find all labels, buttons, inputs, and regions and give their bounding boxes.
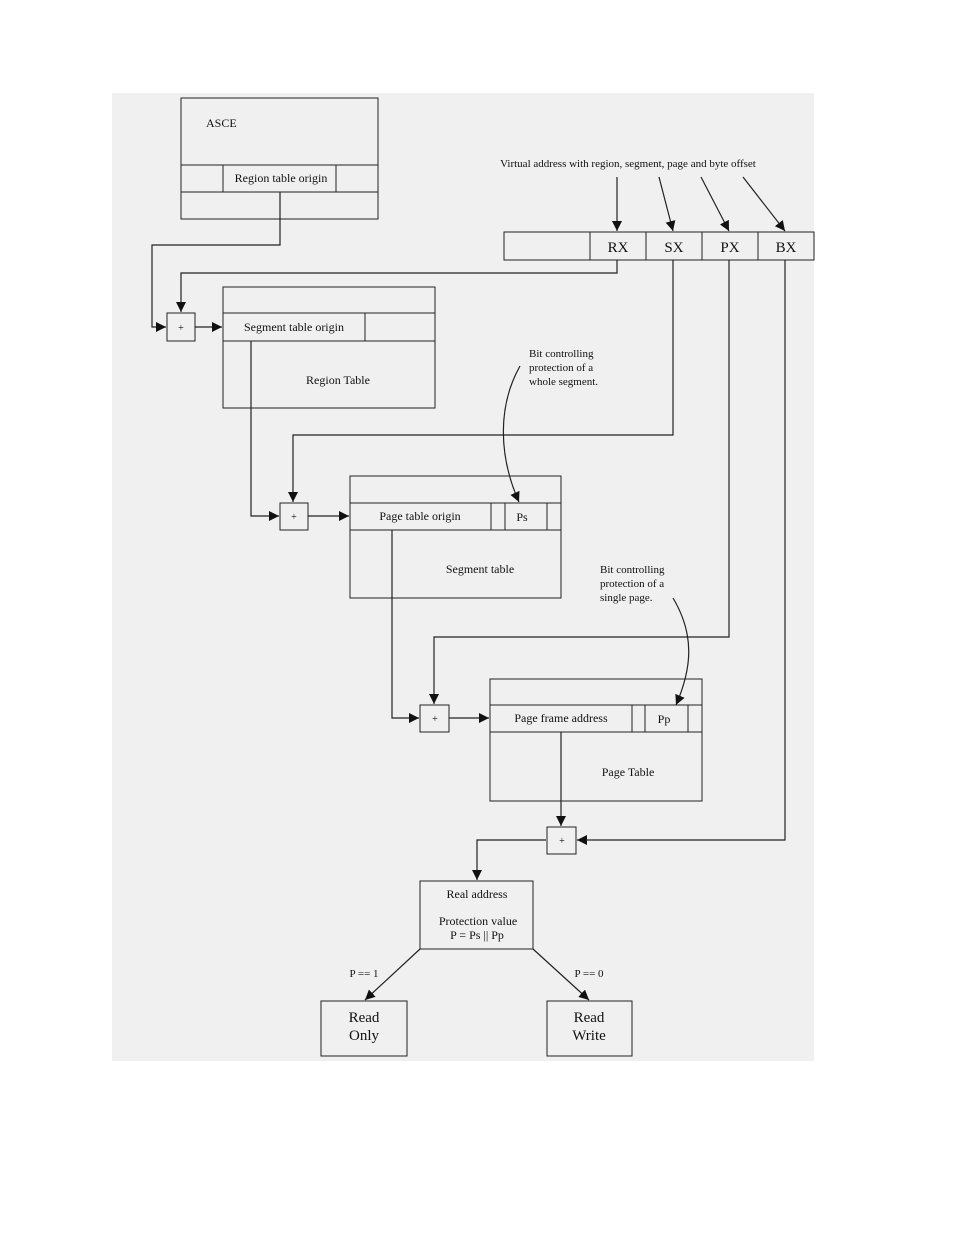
wire-adder-4-to-result xyxy=(472,839,546,880)
page-note-line-3: single page. xyxy=(600,592,653,604)
adder-3-label: + xyxy=(432,714,438,725)
caption-arrow-bx xyxy=(742,176,786,232)
page-table: Page frame address Pp Page Table xyxy=(489,678,703,802)
region-table-title: Region Table xyxy=(306,373,370,387)
caption-arrow-sx xyxy=(658,176,676,232)
segment-note-line-3: whole segment. xyxy=(529,376,598,388)
read-write-line-2: Write xyxy=(572,1028,606,1044)
branch-arrow-read-write xyxy=(532,948,590,1001)
virtual-address-caption: Virtual address with region, segment, pa… xyxy=(500,158,756,170)
segment-protection-note: Bit controlling protection of a whole se… xyxy=(529,348,598,388)
wire-region-table-to-adder-2 xyxy=(250,341,279,521)
diagram-background xyxy=(112,93,814,1061)
region-table-origin-label: Region table origin xyxy=(235,171,328,185)
wire-sx-to-adder-2 xyxy=(288,260,674,502)
segment-table-origin-label: Segment table origin xyxy=(244,320,344,334)
field-bx: BX xyxy=(776,240,797,256)
page-note-line-2: protection of a xyxy=(600,578,664,590)
adder-1-label: + xyxy=(178,323,184,334)
page-protection-bit-pp: Pp xyxy=(658,712,671,726)
field-px: PX xyxy=(720,240,739,256)
wire-asce-to-adder-1 xyxy=(151,192,281,332)
wire-segment-table-to-adder-3 xyxy=(391,530,419,723)
branch-condition-p1: P == 1 xyxy=(349,968,378,980)
caption-arrow-px xyxy=(700,176,730,232)
read-write-box: Read Write xyxy=(546,1000,633,1057)
field-sx: SX xyxy=(664,240,683,256)
branch-condition-p0: P == 0 xyxy=(574,968,604,980)
adder-4-label: + xyxy=(559,836,565,847)
page-note-pointer xyxy=(672,597,690,706)
field-rx: RX xyxy=(608,240,629,256)
adder-2-label: + xyxy=(291,512,297,523)
segment-protection-bit-ps: Ps xyxy=(516,510,528,524)
wire-rx-to-adder-1 xyxy=(176,260,618,312)
page-protection-note: Bit controlling protection of a single p… xyxy=(600,564,665,604)
read-only-line-2: Only xyxy=(349,1028,380,1044)
read-only-line-1: Read xyxy=(349,1010,380,1026)
page-table-title: Page Table xyxy=(602,765,655,779)
asce-title: ASCE xyxy=(206,116,237,130)
read-write-line-1: Read xyxy=(574,1010,605,1026)
segment-note-line-1: Bit controlling xyxy=(529,348,594,360)
real-address-box: Real address Protection value P = Ps || … xyxy=(419,880,534,950)
wire-px-to-adder-3 xyxy=(429,260,730,704)
segment-table-title: Segment table xyxy=(446,562,514,576)
segment-table: Page table origin Ps Segment table xyxy=(349,475,562,599)
real-address-label: Real address xyxy=(447,887,508,901)
asce-block: ASCE Region table origin xyxy=(180,97,379,220)
region-table: Segment table origin Region Table xyxy=(222,286,436,409)
segment-note-line-2: protection of a xyxy=(529,362,593,374)
wire-bx-to-adder-4 xyxy=(577,260,786,845)
segment-note-pointer xyxy=(502,365,521,503)
adder-4: + xyxy=(546,826,577,855)
page-frame-address-label: Page frame address xyxy=(514,711,608,725)
page-table-origin-label: Page table origin xyxy=(379,509,460,523)
virtual-address-register: RX SX PX BX xyxy=(503,231,815,261)
protection-formula: P = Ps || Pp xyxy=(450,928,504,942)
branch-arrow-read-only xyxy=(364,948,421,1001)
page-note-line-1: Bit controlling xyxy=(600,564,665,576)
read-only-box: Read Only xyxy=(320,1000,408,1057)
protection-value-label: Protection value xyxy=(439,914,517,928)
